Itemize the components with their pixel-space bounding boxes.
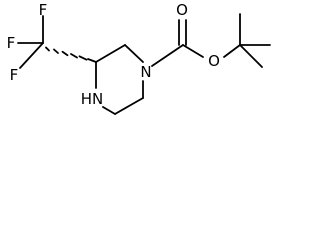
bond-n1-carbonyl-c [151, 44, 184, 67]
carbonyl-oxygen-label: O [176, 1, 188, 19]
ring-nh-label: HN [81, 90, 104, 108]
stereo-hash-bond [45, 46, 97, 63]
ring-nitrogen-label: N [140, 63, 151, 81]
fluorine-left-label: F [7, 34, 16, 52]
bond-ring-c3-c2 [95, 44, 126, 63]
bond-ring-c2-n1 [124, 44, 144, 63]
bond-ring-c5-n4 [102, 106, 116, 115]
bond-o-ester-tert-c [223, 44, 241, 58]
bond-c-f-bottom [19, 42, 44, 69]
bond-ring-c6-c5 [114, 97, 144, 115]
fluorine-top-label: F [39, 1, 48, 19]
chemical-structure-drawing: F F F O O N HN [7, 1, 271, 115]
bond-carbonyl-o-ester [182, 44, 204, 58]
fluorine-bottom-label: F [10, 66, 19, 84]
bond-tert-c-methyl-bottom [239, 44, 263, 68]
ester-oxygen-label: O [208, 52, 220, 70]
